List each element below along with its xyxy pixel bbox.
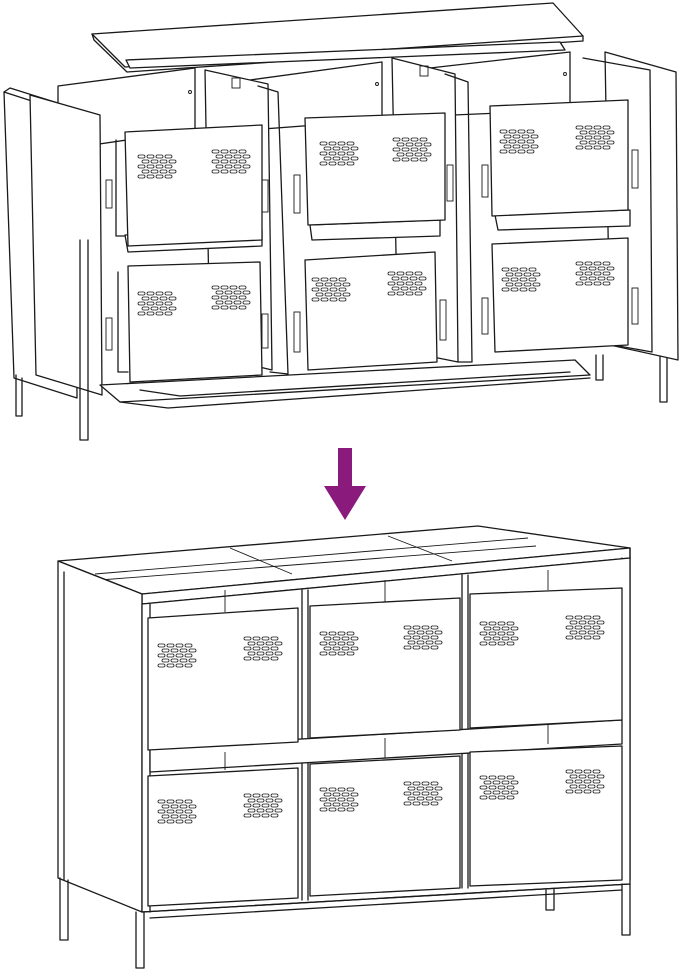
down-arrow-icon	[324, 448, 366, 520]
cabinet-left-side	[57, 560, 143, 913]
cabinet-legs	[59, 877, 631, 969]
door-bottom-right	[481, 237, 639, 353]
door-bottom-middle	[293, 251, 447, 371]
door-top-middle	[293, 112, 454, 226]
assembled-door-top-middle	[309, 597, 461, 739]
assembled-door-bottom-right	[469, 745, 623, 887]
assembled-door-bottom-left	[147, 767, 299, 907]
assembled-door-top-right	[469, 587, 623, 729]
assembled-view	[57, 525, 631, 969]
bottom-frame	[99, 359, 591, 403]
door-bottom-left	[105, 261, 269, 383]
door-top-left	[105, 124, 269, 247]
assembled-door-top-left	[147, 607, 299, 751]
assembled-door-bottom-middle	[309, 755, 461, 897]
door-top-right	[481, 99, 639, 217]
exploded-view	[3, 2, 679, 441]
